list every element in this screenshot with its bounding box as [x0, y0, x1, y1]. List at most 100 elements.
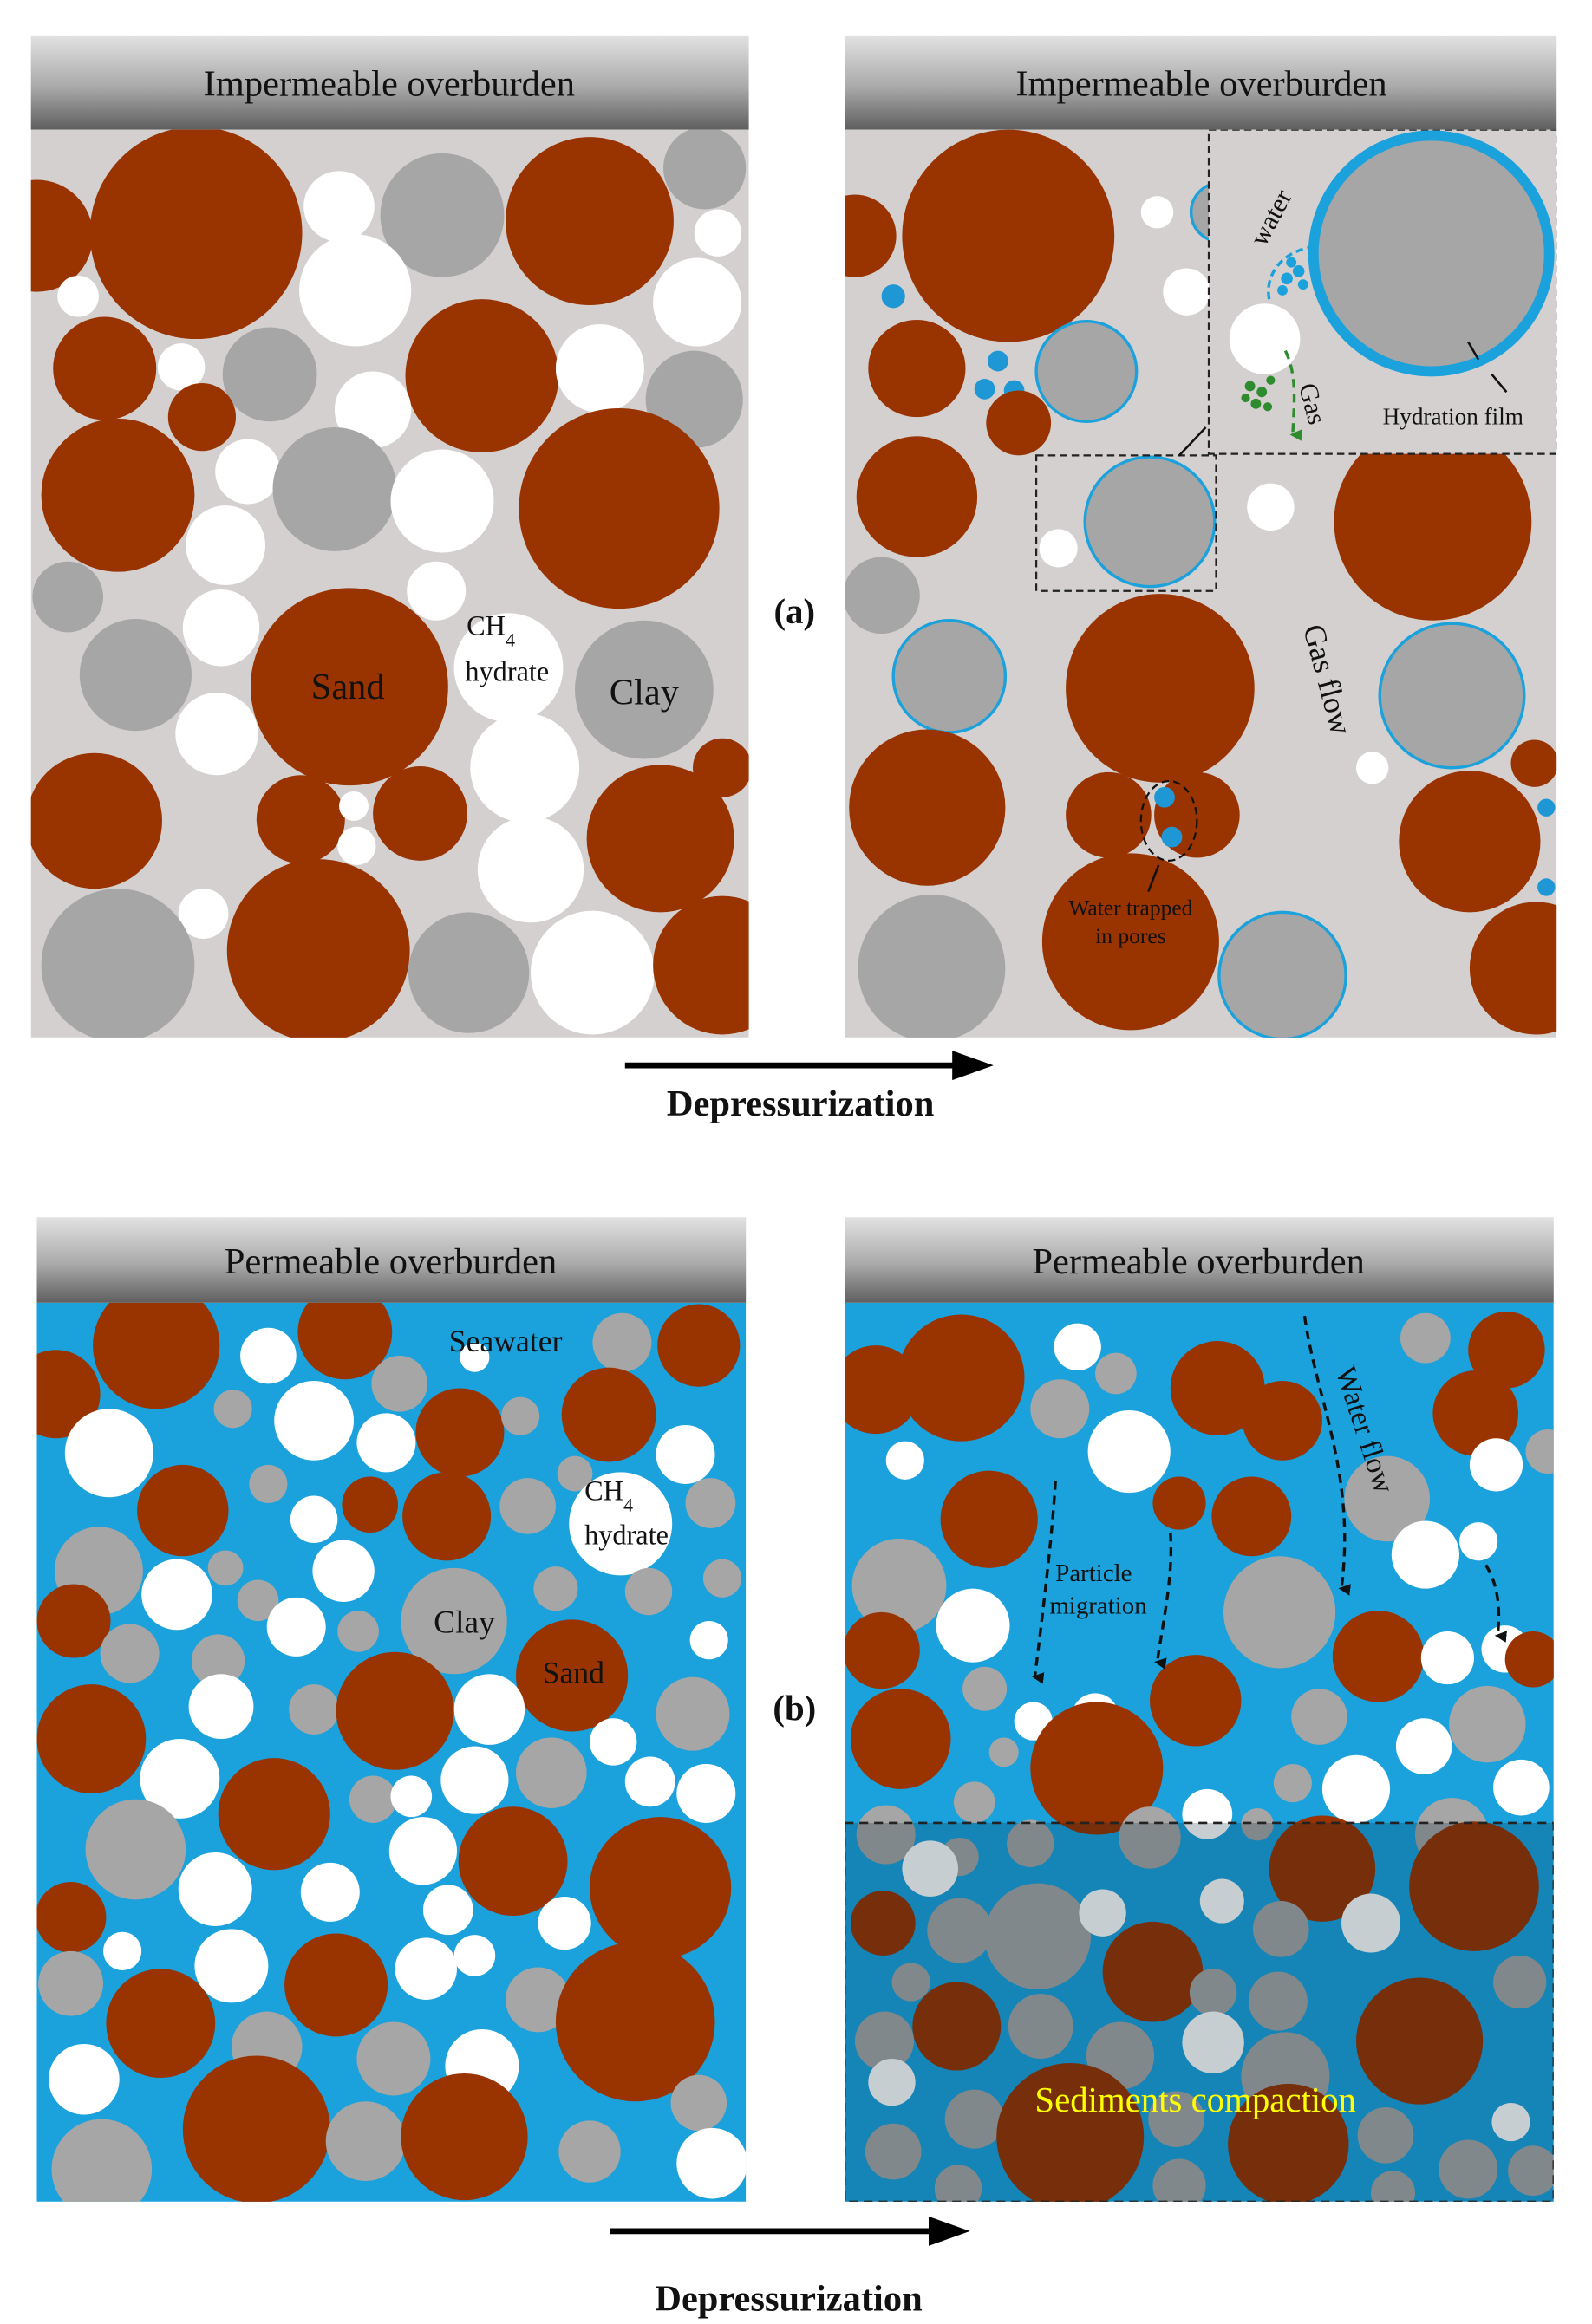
sand-particle — [1170, 1341, 1265, 1435]
water-droplet — [1161, 826, 1183, 848]
panel-a-label: (a) — [774, 592, 816, 631]
hydrate-particle — [590, 1718, 637, 1766]
hydrate-particle — [49, 2043, 120, 2115]
clay-particle — [1357, 2107, 1414, 2164]
sand-particle — [401, 2073, 528, 2201]
clay-particle — [845, 557, 920, 635]
hydrate-particle — [624, 1756, 675, 1807]
panel-a-right-header-text: Impermeable overburden — [1015, 64, 1386, 105]
clay-particle — [670, 2074, 727, 2132]
trapped-water-pointer — [1147, 864, 1160, 893]
sand-particle — [1504, 1631, 1554, 1688]
clay-particle — [1248, 1971, 1308, 2031]
water-droplet — [988, 350, 1008, 372]
panel-a-left-header-text: Impermeable overburden — [204, 64, 575, 105]
particle-migration-label-2: migration — [1049, 1592, 1147, 1620]
sand-particle — [561, 1367, 656, 1462]
hydration-film-pointer — [1467, 341, 1480, 361]
panel-a-left: Impermeable overburden Sand CH4 hydrate … — [30, 35, 749, 1038]
clay-particle — [1083, 455, 1217, 589]
water-droplet — [1537, 878, 1556, 896]
clay-particle — [79, 619, 192, 732]
hydrate-particle — [157, 343, 206, 391]
depressurization-label-b: Depressurization — [655, 2279, 922, 2320]
hydrate-particle — [339, 791, 369, 821]
water-droplet — [1537, 798, 1556, 817]
clay-particle — [222, 327, 317, 422]
hydrate-particle — [868, 2058, 916, 2106]
hydrate-particle — [303, 171, 375, 242]
hydrate-particle — [1491, 2102, 1530, 2142]
hydrate-particle — [1140, 196, 1174, 229]
clay-particle — [557, 1455, 593, 1492]
sand-particle — [402, 1472, 492, 1561]
panel-a-left-header — [30, 35, 749, 130]
clay-particle — [988, 1737, 1019, 1767]
hydrate-word-label: hydrate — [465, 655, 549, 687]
hydrate-particle — [312, 1540, 375, 1602]
clay-particle — [38, 1950, 104, 2016]
sand-particle — [586, 765, 734, 913]
hydrate-particle — [388, 1817, 457, 1885]
clay-particle — [1344, 1455, 1430, 1542]
clay-particle — [592, 1312, 652, 1372]
clay-particle — [1152, 2158, 1206, 2202]
hydrate-particle — [1163, 268, 1210, 316]
hydrate-particle — [215, 439, 280, 505]
sand-particle — [89, 129, 303, 340]
sand-particle — [36, 1684, 147, 1793]
hydrate-particle — [1199, 1878, 1244, 1924]
sand-particle — [519, 407, 720, 609]
hydrate-particle — [390, 449, 494, 553]
water-droplet — [881, 284, 905, 309]
hydrate-particle — [57, 275, 99, 317]
sand-particle — [506, 137, 674, 305]
clay-particle — [855, 2011, 914, 2071]
sand-particle — [182, 2055, 330, 2202]
hydrate-particle — [140, 1739, 220, 1819]
clay-particle — [702, 1559, 742, 1598]
clay-particle — [51, 2119, 153, 2202]
clay-particle — [856, 1805, 916, 1865]
sand-particle — [897, 1314, 1025, 1442]
sand-particle — [1150, 1655, 1242, 1747]
sand-particle — [1041, 853, 1219, 1031]
hydrate-particle — [182, 589, 260, 667]
clay-particle — [1119, 1806, 1181, 1869]
inset-hydrate-particle — [1229, 303, 1301, 374]
sand-particle — [1334, 422, 1532, 621]
sand-particle — [53, 316, 157, 420]
clay-particle — [1223, 1556, 1336, 1669]
clay-particle — [192, 1634, 245, 1688]
panel-b-right: Permeable overburden Water flow Particle… — [845, 1217, 1554, 2202]
clay-particle — [1449, 1685, 1526, 1763]
hydrate-particle — [694, 209, 742, 257]
panel-b-left-header — [36, 1217, 747, 1303]
clay-particle — [934, 2165, 982, 2202]
clay-particle — [32, 561, 103, 633]
seawater-label: Seawater — [449, 1324, 563, 1358]
sand-particle — [415, 1388, 505, 1477]
sand-particle — [555, 1942, 715, 2102]
hydrate-particle — [453, 1935, 496, 1976]
hydrate-particle — [555, 324, 644, 413]
clay-particle — [1217, 910, 1347, 1038]
clay-particle — [85, 1799, 186, 1900]
sand-particle — [1469, 902, 1557, 1035]
clay-particle — [272, 427, 397, 551]
hydrate-particle — [141, 1559, 212, 1631]
hydrate-particle — [1459, 1522, 1498, 1561]
clay-particle — [1291, 1689, 1347, 1745]
hydrate-particle — [337, 826, 376, 865]
clay-particle — [891, 619, 1008, 734]
hydrate-particle — [531, 910, 655, 1035]
sand-particle — [845, 194, 897, 277]
clay-particle — [1439, 2139, 1498, 2199]
hydrate-particle — [1341, 1893, 1400, 1953]
clay-particle — [858, 894, 1006, 1038]
hydrate-particle — [1182, 1788, 1233, 1839]
hydrate-particle — [1182, 2011, 1244, 2073]
sand-particle — [653, 895, 749, 1035]
hydrate-particle — [1356, 752, 1389, 784]
clay-particle — [1008, 1994, 1073, 2059]
